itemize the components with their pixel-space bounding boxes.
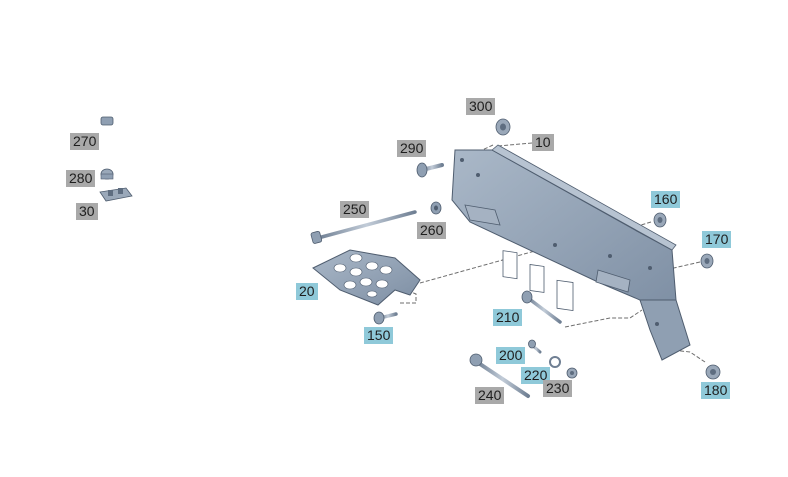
bolt-part-200 xyxy=(528,339,542,354)
nut-part-180 xyxy=(705,364,721,380)
callout-210[interactable]: 210 xyxy=(493,309,523,326)
callout-30[interactable]: 30 xyxy=(76,203,98,220)
washer-part-220 xyxy=(549,356,561,368)
callout-250[interactable]: 250 xyxy=(340,201,370,218)
callout-200[interactable]: 200 xyxy=(496,347,526,364)
bolt-part-150 xyxy=(373,311,398,325)
bolt-part-250 xyxy=(310,210,417,244)
callout-230[interactable]: 230 xyxy=(543,380,573,397)
callout-10[interactable]: 10 xyxy=(532,134,554,151)
leader-10 xyxy=(497,142,533,147)
callout-150[interactable]: 150 xyxy=(364,327,394,344)
callout-290[interactable]: 290 xyxy=(397,140,427,157)
callout-160[interactable]: 160 xyxy=(651,191,681,208)
callout-270[interactable]: 270 xyxy=(70,133,100,150)
callout-260[interactable]: 260 xyxy=(417,222,447,239)
callout-280[interactable]: 280 xyxy=(66,170,96,187)
callout-170[interactable]: 170 xyxy=(702,231,732,248)
nut-part-280 xyxy=(100,168,114,180)
callout-180[interactable]: 180 xyxy=(701,382,731,399)
nut-part-260 xyxy=(430,201,442,215)
bolt-part-240 xyxy=(469,353,530,398)
bolt-part-270 xyxy=(100,116,114,158)
nut-part-300 xyxy=(495,118,511,136)
callout-300[interactable]: 300 xyxy=(466,98,496,115)
clip-part-30 xyxy=(99,187,133,202)
bolt-part-290 xyxy=(416,162,444,178)
nut-part-160 xyxy=(653,212,667,228)
callout-220[interactable]: 220 xyxy=(521,367,551,384)
plate-part-20 xyxy=(312,249,421,306)
bracket-part-10 xyxy=(451,144,691,361)
leader-210 xyxy=(564,309,643,328)
bolt-part-210 xyxy=(521,290,562,324)
callout-20[interactable]: 20 xyxy=(296,283,318,300)
nut-part-230 xyxy=(566,367,578,379)
nut-part-170 xyxy=(700,253,714,269)
callout-240[interactable]: 240 xyxy=(475,387,505,404)
